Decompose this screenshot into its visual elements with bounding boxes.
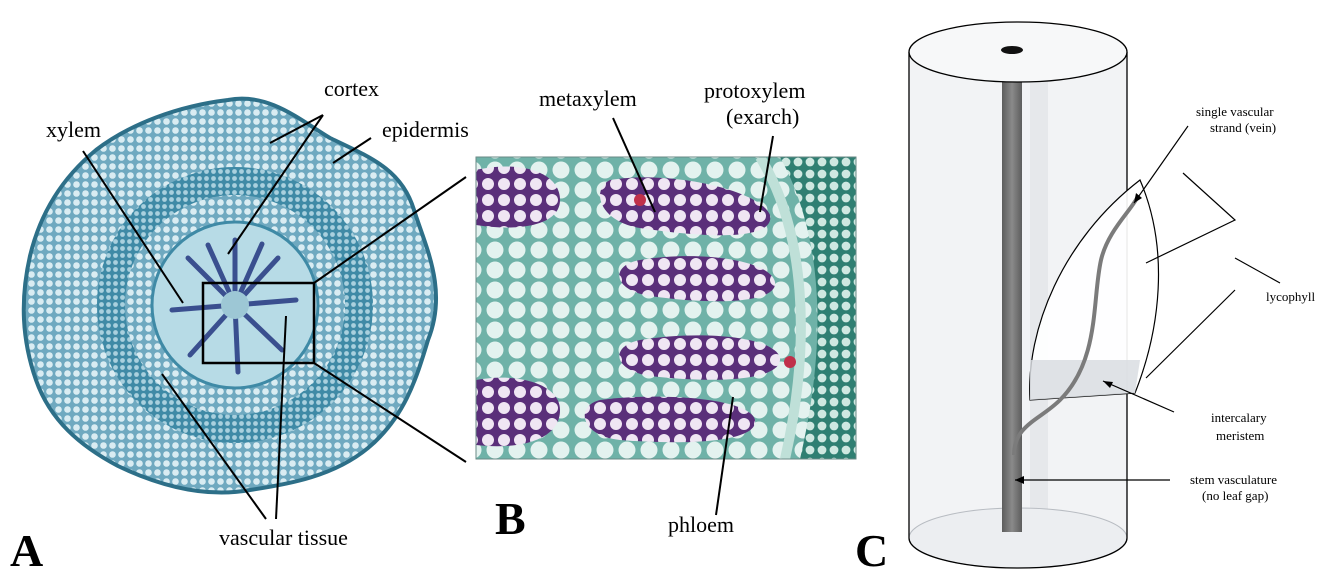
panel-a-letter: A	[10, 525, 43, 574]
meristem-label-1: intercalary	[1211, 410, 1267, 425]
lycophyll-label: lycophyll	[1266, 289, 1315, 304]
stem-label-2: (no leaf gap)	[1202, 488, 1268, 503]
lycophyll-bracket-mid	[1235, 258, 1280, 283]
strand-label-2: strand (vein)	[1210, 120, 1276, 135]
panel-c-stem-diagram	[909, 22, 1159, 568]
strand-label-1: single vascular	[1196, 104, 1274, 119]
lycophyll-bracket-bottom	[1146, 290, 1235, 378]
protoxylem-label: protoxylem	[704, 78, 805, 103]
cortex-label: cortex	[324, 76, 379, 101]
panel-b-micrograph	[476, 157, 856, 459]
stem-label-1: stem vasculature	[1190, 472, 1277, 487]
meristem-label-2: meristem	[1216, 428, 1264, 443]
metaxylem-label: metaxylem	[539, 86, 637, 111]
vascular-tissue-label: vascular tissue	[219, 525, 348, 550]
phloem-label: phloem	[668, 512, 734, 537]
panel-a-cross-section	[24, 99, 436, 493]
xylem-label: xylem	[46, 117, 101, 142]
epidermis-label: epidermis	[382, 117, 469, 142]
exarch-label: (exarch)	[726, 104, 799, 129]
panel-b-letter: B	[495, 493, 526, 544]
stem-vasculature	[1002, 50, 1022, 532]
strand-leader	[1134, 126, 1188, 203]
lycophyll-bracket-top	[1146, 173, 1235, 263]
panel-c-letter: C	[855, 525, 888, 574]
